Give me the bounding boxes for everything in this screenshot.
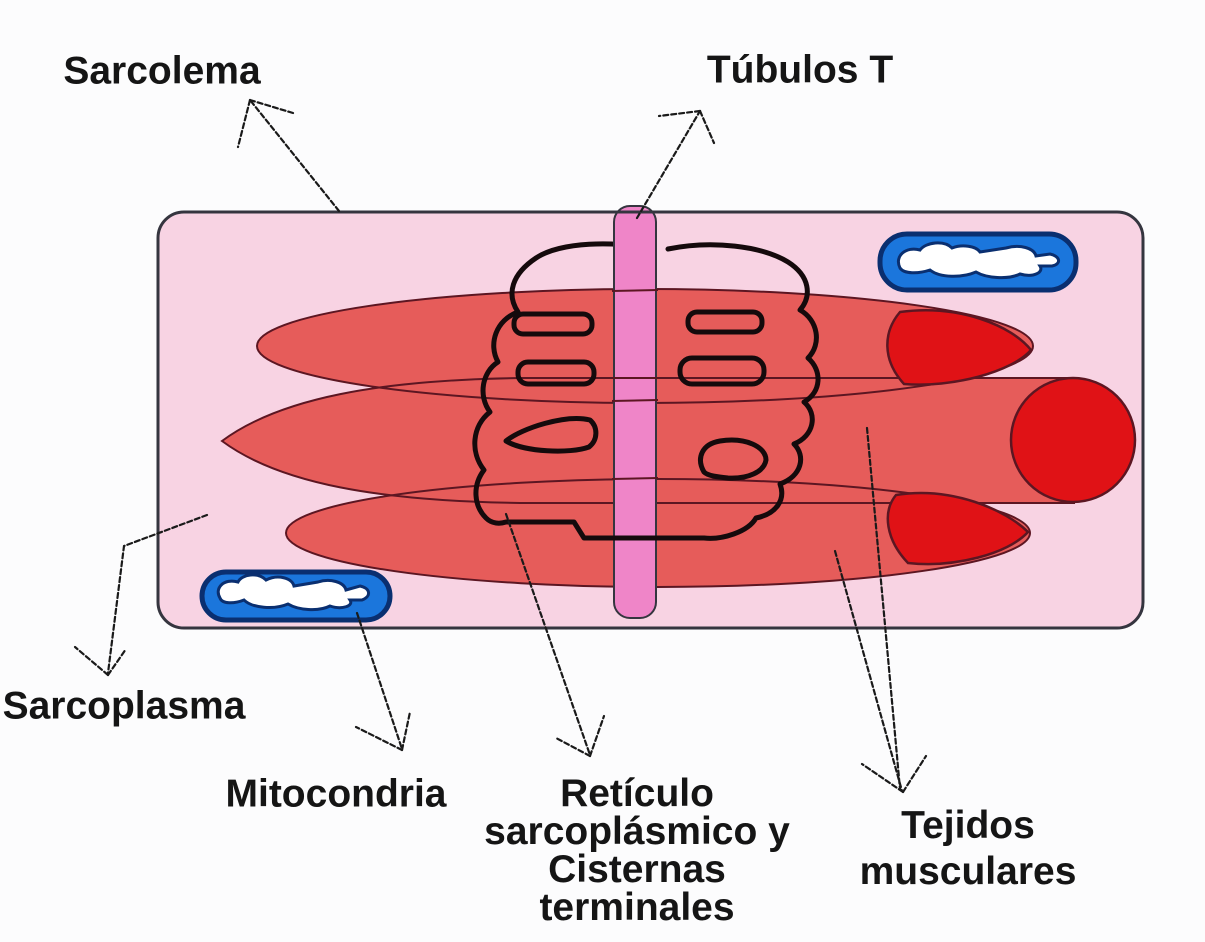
sarcolema-arrow	[236, 98, 341, 213]
myofibril-bottom-cut-tip	[886, 491, 1030, 566]
reticulum-left-half	[472, 241, 655, 541]
mitochondrion-cristae	[216, 573, 370, 612]
tubulos-t-arrow	[635, 109, 716, 220]
reticulum-slot-left-1	[511, 311, 595, 337]
reticulo-arrow	[504, 512, 606, 758]
label-line: terminales	[539, 886, 735, 929]
label-reticulo-sarcoplasmico: Retículo sarcoplásmico y Cisternas termi…	[484, 772, 790, 929]
reticulum-slot-left-2	[515, 359, 597, 387]
t-tubule-crossing-lines	[584, 210, 660, 541]
myofibril-top-cut-tip	[886, 309, 1033, 386]
reticulum-slot-right-3	[698, 437, 769, 481]
annotation-arrows	[73, 98, 928, 794]
myofibril-middle-end-cap	[1009, 376, 1137, 504]
t-tubule	[613, 205, 657, 619]
label-tubulos-t: Túbulos T	[706, 48, 894, 92]
reticulum-slot-right-1	[685, 309, 765, 335]
label-line: sarcoplásmico y	[484, 810, 790, 853]
label-sarcoplasma: Sarcoplasma	[2, 684, 246, 728]
sarcoplasma-arrow	[73, 513, 209, 677]
mitocondria-arrow	[354, 611, 412, 752]
tejidos-arrows	[833, 426, 928, 794]
reticulum-slot-left-3	[503, 416, 599, 454]
reticulum-slot-right-2	[677, 355, 767, 387]
label-sarcolema: Sarcolema	[63, 49, 261, 93]
mitochondrion-top-right	[877, 231, 1079, 293]
label-tejidos-musculares: Tejidos musculares	[860, 803, 1077, 895]
label-line: Cisternas	[548, 848, 726, 891]
label-line: Retículo	[560, 772, 714, 815]
mitochondrion-bottom-left	[199, 569, 393, 623]
mitochondrion-cristae	[897, 241, 1060, 280]
sarcoplasmic-reticulum	[472, 241, 821, 541]
label-mitocondria: Mitocondria	[225, 772, 447, 816]
label-line: Tejidos	[901, 804, 1035, 847]
myofibril-bottom	[286, 479, 1030, 587]
reticulum-right-half	[654, 242, 821, 541]
label-line: musculares	[859, 850, 1077, 893]
